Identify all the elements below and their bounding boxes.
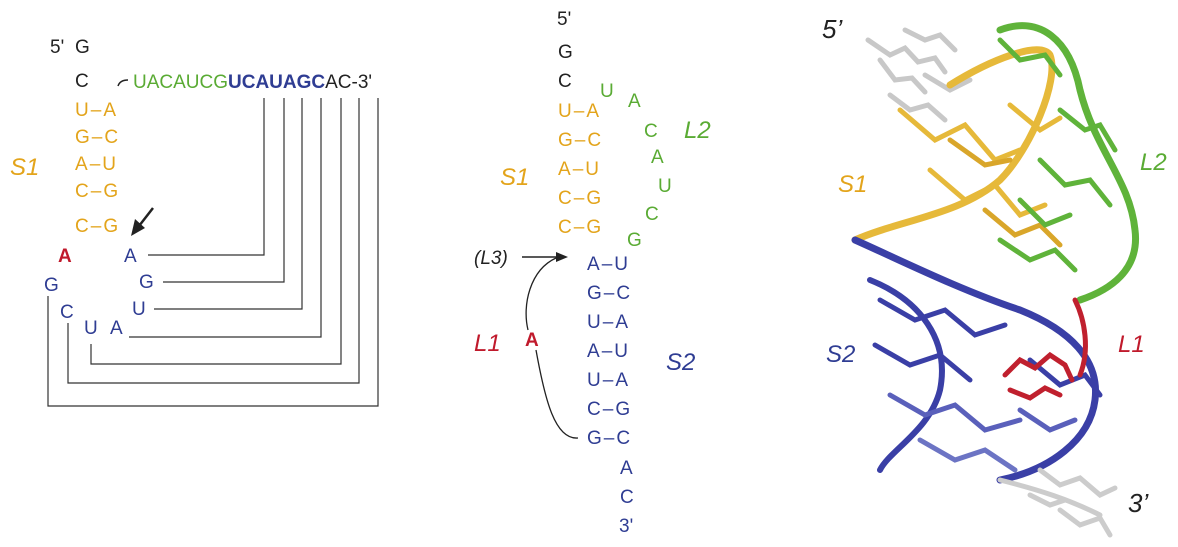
s1-pair-2: G–C	[75, 127, 118, 148]
five-prime-label: 5’	[822, 14, 843, 44]
s1-pair-4: C–G	[75, 181, 118, 202]
s2-pair-2: G–C	[587, 283, 630, 304]
s1-pair-3: A–U	[75, 154, 116, 175]
l1-loop	[1002, 297, 1088, 401]
nucleotide-a-red: A	[525, 330, 539, 351]
l3-label: (L3)	[474, 248, 508, 269]
loop-nucleotide-c: C	[60, 302, 74, 323]
s1-label: S1	[838, 171, 867, 198]
nucleotide-c-top: C	[558, 71, 572, 92]
l2-base-6: C	[645, 204, 659, 225]
s1-pair-3: A–U	[558, 159, 599, 180]
s2-label: S2	[826, 341, 855, 368]
nucleotide-g-top: G	[558, 42, 573, 63]
s1-stem: U–A G–C A–U C–G C–G	[558, 101, 601, 238]
l2-base-3: C	[644, 121, 658, 142]
loop-nucleotide-g: G	[44, 275, 59, 296]
s1-pair-5: C–G	[75, 216, 118, 237]
tail-base-2: C	[620, 487, 634, 508]
s2-helix	[851, 236, 1103, 484]
s2-pair-4: A–U	[587, 341, 628, 362]
s1-helix	[851, 46, 1063, 248]
nucleotide-c-top: C	[75, 71, 89, 92]
s1-pair-1: U–A	[558, 101, 599, 122]
grey-5prime-bases	[865, 27, 973, 123]
l2-base-4: A	[651, 147, 664, 168]
s2-stem: A–U G–C U–A A–U U–A C–G G–C A C 3'	[587, 254, 634, 537]
nucleotide-a-red: A	[58, 246, 72, 267]
tail-base-1: A	[620, 458, 633, 479]
nucleotide-g-blue: G	[139, 272, 154, 293]
strand-blue-segment: UCAUAGC	[228, 72, 325, 93]
l3-arrow-icon	[522, 252, 568, 262]
s1-label: S1	[500, 164, 529, 191]
l2-loop: U A C A U C G	[600, 81, 672, 251]
l2-strand	[996, 22, 1140, 304]
l2-base-1: U	[600, 81, 614, 102]
l1-label: L1	[1118, 331, 1145, 358]
panel-c-3d-structure: 5’ 3’ S1 L2 S2 L1	[822, 14, 1167, 538]
nucleotide-g-top: G	[75, 37, 90, 58]
s1-label: S1	[10, 154, 39, 181]
l1-curve	[525, 257, 579, 439]
panel-a-secondary-structure: 5' G C UACAUCGUCAUAGCAC-3' U–A G–C A–U C…	[10, 37, 379, 407]
strand-green-segment: UACAUCG	[133, 72, 228, 93]
five-prime-label: 5'	[557, 9, 571, 30]
s2-label: S2	[666, 349, 695, 376]
s1-pair-2: G–C	[558, 130, 601, 151]
s1-pair-1: U–A	[75, 100, 116, 121]
five-prime-label: 5'	[50, 37, 64, 58]
l2-label: L2	[684, 117, 711, 144]
s2-pair-5: U–A	[587, 370, 628, 391]
loop-nucleotide-u: U	[84, 318, 98, 339]
s1-pair-4: C–G	[558, 188, 601, 209]
linear-strand: UACAUCGUCAUAGCAC-3'	[133, 72, 372, 93]
l1-label: L1	[474, 330, 501, 357]
pairing-lines	[47, 98, 379, 407]
nucleotide-u-blue: U	[132, 299, 146, 320]
strand-end-segment: AC-3'	[325, 72, 372, 93]
nucleotide-a-blue: A	[124, 246, 137, 267]
loop-nucleotide-a: A	[110, 318, 123, 339]
l2-base-5: U	[658, 176, 672, 197]
s1-pair-5: C–G	[558, 217, 601, 238]
three-prime-label: 3'	[619, 516, 633, 537]
arrow-icon	[131, 207, 154, 236]
s2-pair-7: G–C	[587, 428, 630, 449]
grey-3prime-bases	[997, 467, 1118, 538]
strand-connector	[117, 79, 129, 87]
three-prime-label: 3’	[1128, 488, 1149, 518]
s2-pair-3: U–A	[587, 312, 628, 333]
s2-pair-1: A–U	[587, 254, 628, 275]
l2-base-7: G	[627, 230, 642, 251]
l2-label: L2	[1140, 149, 1167, 176]
s1-stem: U–A G–C A–U C–G C–G	[75, 100, 118, 237]
l2-base-2: A	[628, 91, 641, 112]
s2-pair-6: C–G	[587, 399, 630, 420]
panel-b-stem-diagram: 5' G C U–A G–C A–U C–G C–G S1 U A C A U …	[474, 9, 711, 537]
